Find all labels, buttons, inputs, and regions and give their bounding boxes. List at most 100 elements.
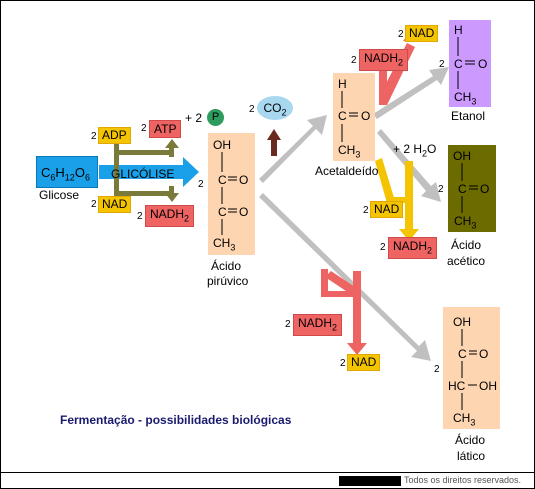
phosphate-circle: P	[207, 109, 224, 126]
acetaldehyde-ch3: CH3	[338, 143, 360, 159]
glucose-arrow	[99, 157, 199, 187]
atp-coef: 2	[141, 123, 147, 134]
co2-arrow	[267, 129, 281, 156]
lactic-redox-arrow	[321, 269, 367, 355]
ethanol-ch3-subscript: 3	[471, 96, 477, 107]
arrow-to-lactic	[259, 193, 431, 361]
co2-text: CO	[263, 101, 282, 115]
ethanol-ch3-text: CH	[454, 90, 472, 104]
glucose-h-count: 12	[64, 172, 75, 183]
lactic-nadh2-text: NADH	[298, 316, 333, 330]
pyruvic-c2: C	[218, 205, 227, 219]
pyruvic-name-1: Ácido	[211, 259, 242, 273]
glycolysis-side-arrows	[114, 139, 179, 203]
pyruvic-ch3-text: CH	[213, 236, 231, 250]
acetic-name-1: Ácido	[451, 238, 482, 252]
acetic-nadh2-coef: 2	[380, 242, 386, 253]
acetic-o: O	[480, 182, 490, 196]
lactic-ch3-subscript: 3	[470, 417, 476, 428]
lactic-nad-coef: 2	[340, 358, 346, 369]
glucose-box	[36, 156, 98, 188]
glucose-o: O	[74, 165, 85, 180]
glucose-c-count: 6	[50, 172, 56, 183]
acetic-ch3: CH3	[454, 214, 476, 230]
acetaldehyde-ch3-subscript: 3	[355, 149, 361, 160]
pyruvic-coef: 2	[198, 179, 204, 190]
acetaldehyde-o: O	[361, 109, 371, 123]
nad-coef: 2	[91, 199, 97, 210]
arrow-to-ethanol	[373, 67, 449, 119]
nadh2-coef: 2	[137, 211, 143, 222]
acetic-oh: OH	[453, 149, 471, 163]
acetaldehyde-h: H	[338, 77, 347, 91]
acetic-nad-box: NAD	[370, 201, 404, 218]
ethanol-coef: 2	[439, 59, 445, 70]
arrow-to-acetaldehyde	[259, 115, 327, 183]
lactic-coef: 2	[434, 364, 440, 375]
glucose-c: C	[41, 165, 51, 180]
pyruvic-oh: OH	[213, 138, 231, 152]
glycolysis-label: GLICÓLISE	[111, 167, 175, 181]
lactic-nadh2-coef: 2	[285, 319, 291, 330]
footer-divider	[1, 472, 534, 473]
ethanol-nadh2-text: NADH	[364, 51, 399, 65]
acetic-ch3-text: CH	[454, 214, 472, 228]
lactic-o: O	[479, 347, 489, 361]
ethanol-nadh2-subscript: 2	[398, 57, 404, 68]
pyruvic-c1: C	[218, 173, 227, 187]
acetic-redox-arrow	[375, 158, 419, 241]
lactic-name-2: lático	[457, 449, 486, 463]
nadh2-text: NADH	[150, 207, 185, 221]
ethanol-nad-coef: 2	[398, 29, 404, 40]
glucose-h: H	[55, 165, 65, 180]
ethanol-c: C	[454, 57, 463, 71]
acetaldehyde-c: C	[338, 109, 347, 123]
acetic-h2o-subscript: 2	[422, 148, 428, 159]
lactic-nadh2-box: NADH2	[293, 314, 343, 337]
acetic-c: C	[458, 182, 467, 196]
acetic-ch3-subscript: 3	[471, 220, 477, 231]
phosphate-coef: + 2	[185, 111, 203, 125]
lactic-nadh2-subscript: 2	[332, 322, 338, 333]
glucose-label: Glicose	[39, 188, 80, 202]
acetaldehyde-ch3-text: CH	[338, 143, 356, 157]
acetaldehyde-box	[333, 73, 375, 161]
acetic-nadh2-text: NADH	[393, 239, 428, 253]
lactic-hc: HC	[448, 379, 466, 393]
ethanol-ch3: CH3	[454, 90, 476, 106]
diagram-title: Fermentação - possibilidades biológicas	[60, 413, 292, 427]
lactic-ch3-text: CH	[453, 411, 471, 425]
acetaldehyde-name: Acetaldeído	[315, 164, 379, 178]
lactic-nad-box: NAD	[347, 354, 381, 371]
pyruvic-o1: O	[239, 173, 249, 187]
ethanol-nad-box: NAD	[405, 25, 439, 42]
ethanol-o: O	[478, 57, 488, 71]
ethanol-nadh2-coef: 2	[351, 55, 357, 66]
lactic-oh2: OH	[479, 379, 497, 393]
atp-box: ATP	[149, 120, 182, 138]
adp-coef: 2	[91, 131, 97, 142]
ethanol-h: H	[454, 23, 463, 37]
acetic-h2o-end: O	[427, 142, 437, 156]
ethanol-name: Etanol	[451, 109, 486, 123]
acetic-name-2: acético	[447, 254, 486, 268]
phosphate-label: P	[211, 111, 220, 123]
acetic-nad-coef: 2	[363, 205, 369, 216]
adp-box: ADP	[98, 127, 131, 144]
pyruvic-ch3: CH3	[213, 236, 235, 252]
acetic-h2o: + 2 H2O	[393, 142, 436, 158]
pyruvic-ch3-subscript: 3	[230, 242, 236, 253]
footer-black-bar	[339, 476, 401, 486]
lactic-box	[443, 307, 500, 429]
co2-subscript: 2	[281, 107, 287, 118]
nadh2-box: NADH2	[145, 205, 195, 228]
lactic-name-1: Ácido	[455, 433, 486, 447]
co2-ellipse: CO2	[257, 96, 293, 120]
pyruvic-name-2: pirúvico	[207, 274, 249, 288]
nad-box: NAD	[98, 196, 132, 213]
pyruvic-o2: O	[239, 205, 249, 219]
lactic-oh: OH	[453, 315, 471, 329]
copyright-text: Todos os direitos reservados.	[404, 475, 522, 485]
acetic-coef: 2	[438, 184, 444, 195]
